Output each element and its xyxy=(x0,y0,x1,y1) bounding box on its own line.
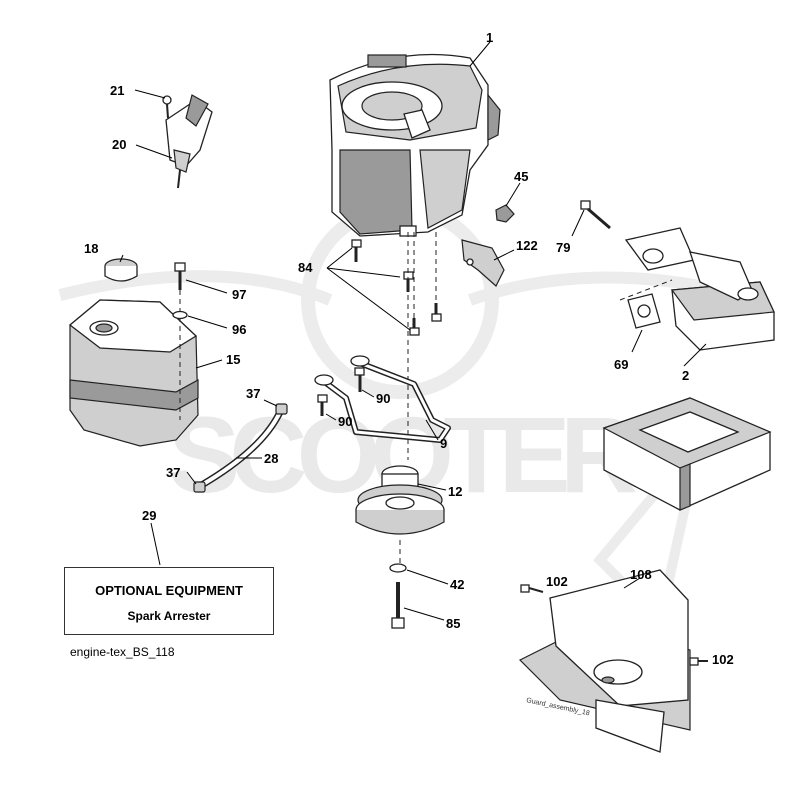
callout-122: 122 xyxy=(516,238,538,253)
bolts-part-84 xyxy=(351,239,442,336)
fuel-cap-part-18 xyxy=(104,258,138,282)
callout-108: 108 xyxy=(630,567,652,582)
fuel-line-part-28 xyxy=(198,410,284,490)
callout-15: 15 xyxy=(226,352,240,367)
callout-37-upper: 37 xyxy=(246,386,260,401)
clamp-part-37-lower xyxy=(193,481,206,493)
callout-9: 9 xyxy=(440,436,447,451)
engine-bracket-part-9 xyxy=(314,355,451,443)
callout-102-upper: 102 xyxy=(546,574,568,589)
callout-84: 84 xyxy=(298,260,313,275)
callout-96: 96 xyxy=(232,322,246,337)
callout-42: 42 xyxy=(450,577,464,592)
gasket-guide xyxy=(619,279,673,301)
callout-29: 29 xyxy=(142,508,156,523)
callout-69: 69 xyxy=(614,357,628,372)
bolts-part-90 xyxy=(317,367,365,416)
screws-part-102 xyxy=(520,584,708,666)
callout-12: 12 xyxy=(448,484,462,499)
nut-part-45 xyxy=(495,204,515,223)
throttle-control-part-20 xyxy=(162,94,213,189)
callout-2: 2 xyxy=(682,368,689,383)
callout-97: 97 xyxy=(232,287,246,302)
optional-equipment-box: OPTIONAL EQUIPMENT Spark Arrester xyxy=(64,567,274,635)
callout-20: 20 xyxy=(112,137,126,152)
bracket-part-122 xyxy=(461,239,505,287)
callout-90-lower: 90 xyxy=(338,414,352,429)
pulley-part-12 xyxy=(355,465,445,535)
engine-plate xyxy=(602,397,772,511)
callout-18: 18 xyxy=(84,241,98,256)
callout-45: 45 xyxy=(514,169,528,184)
alignment-lines xyxy=(399,232,437,565)
callout-102-lower: 102 xyxy=(712,652,734,667)
fuel-tank-part-15 xyxy=(68,299,199,447)
callout-37-lower: 37 xyxy=(166,465,180,480)
gasket-part-69 xyxy=(627,293,661,329)
callout-28: 28 xyxy=(264,451,278,466)
optional-equipment-item: Spark Arrester xyxy=(127,609,211,623)
callout-90-upper: 90 xyxy=(376,391,390,406)
callout-79: 79 xyxy=(556,240,570,255)
callout-labels: 1 21 20 18 97 96 15 37 28 37 45 122 79 6… xyxy=(84,30,734,667)
bolt-part-85 xyxy=(391,582,405,629)
bolt-part-79 xyxy=(580,200,611,230)
callout-85: 85 xyxy=(446,616,460,631)
callout-1: 1 xyxy=(486,30,493,45)
callout-21: 21 xyxy=(110,83,124,98)
guard-assembly-part-108: Guard_assembly_18 xyxy=(518,569,691,753)
muffler-part-2 xyxy=(624,227,775,351)
screw-part-21 xyxy=(162,95,172,105)
optional-equipment-title: OPTIONAL EQUIPMENT xyxy=(95,583,243,598)
leader-lines xyxy=(119,41,707,621)
figure-code: engine-tex_BS_118 xyxy=(70,645,175,659)
engine-part-1 xyxy=(329,53,501,237)
washer-part-96 xyxy=(172,310,188,320)
clamp-part-37-upper xyxy=(275,403,288,415)
washer-part-42 xyxy=(389,563,407,573)
